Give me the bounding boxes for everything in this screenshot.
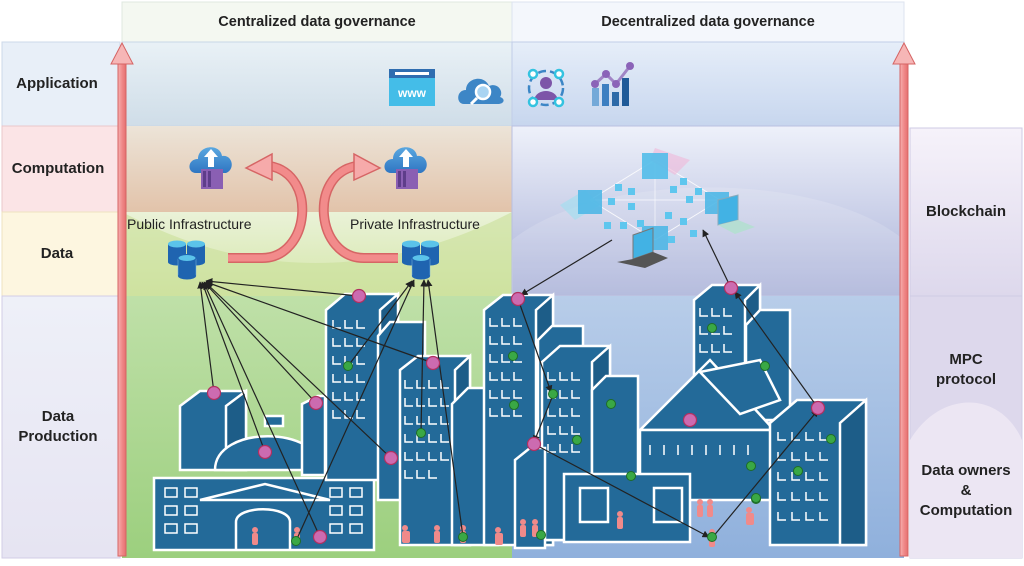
centralized-header-bg xyxy=(121,1,513,43)
data-label-bg xyxy=(1,211,121,297)
blockchain-label-bg xyxy=(909,127,1023,297)
blockchain-network-icon xyxy=(560,148,755,268)
database-cluster-icon xyxy=(402,240,439,280)
mpc-line1: MPC xyxy=(949,351,983,368)
data-owner-nodes-green xyxy=(291,323,836,546)
centralized-data-flows xyxy=(197,278,464,542)
decentralized-column-header: Decentralized data governance xyxy=(601,14,815,30)
public-to-cloud-arrow xyxy=(228,152,308,263)
application-row-centralized xyxy=(121,41,513,127)
private-infrastructure-label: Private Infrastructure xyxy=(350,216,480,232)
www-browser-icon: www xyxy=(389,69,435,106)
right-layer-arrow xyxy=(892,41,916,557)
cloud-upload-container-icon xyxy=(189,147,232,189)
computation-label-bg xyxy=(1,125,121,213)
application-row-decentralized xyxy=(511,41,905,127)
user-network-icon xyxy=(527,68,565,108)
decentralized-header-bg xyxy=(511,1,905,43)
owners-line3: Computation xyxy=(919,502,1013,519)
laptop-icon xyxy=(617,227,668,268)
city-buildings-centralized xyxy=(152,291,500,552)
owners-line1: Data owners xyxy=(921,462,1011,479)
blockchain-layer-label: Blockchain xyxy=(925,203,1007,220)
data-production-label-bg xyxy=(1,295,121,559)
left-layer-arrow xyxy=(110,41,134,557)
computation-layer-label: Computation xyxy=(11,160,105,177)
data-owners-computation-label: Data owners & Computation xyxy=(910,456,1022,526)
application-label-bg xyxy=(1,41,121,127)
www-text: www xyxy=(397,86,427,100)
data-production-line2: Production xyxy=(18,428,98,445)
mpc-line2: protocol xyxy=(936,371,996,388)
owners-line2: & xyxy=(960,482,972,499)
cloud-upload-container-icon xyxy=(384,147,427,189)
computation-row-centralized xyxy=(122,126,512,212)
cloud-search-icon xyxy=(458,78,504,106)
decentralized-data-flows xyxy=(517,229,819,539)
data-owners-label-bg xyxy=(910,402,1022,558)
centralized-column-header: Centralized data governance xyxy=(218,14,416,30)
laptop-icon xyxy=(717,194,755,234)
application-layer-label: Application xyxy=(16,75,98,92)
data-production-line1: Data xyxy=(41,408,75,425)
mpc-protocol-label: MPC protocol xyxy=(910,340,1022,400)
analytics-chart-icon xyxy=(591,62,634,106)
public-infrastructure-label: Public Infrastructure xyxy=(127,216,252,232)
data-production-layer-label: Data Production xyxy=(2,296,114,558)
data-layer-label: Data xyxy=(40,245,74,262)
database-cluster-icon xyxy=(168,240,205,280)
private-to-cloud-arrow xyxy=(318,152,398,263)
building-windows xyxy=(164,308,828,534)
data-owner-nodes-pink xyxy=(206,280,826,545)
